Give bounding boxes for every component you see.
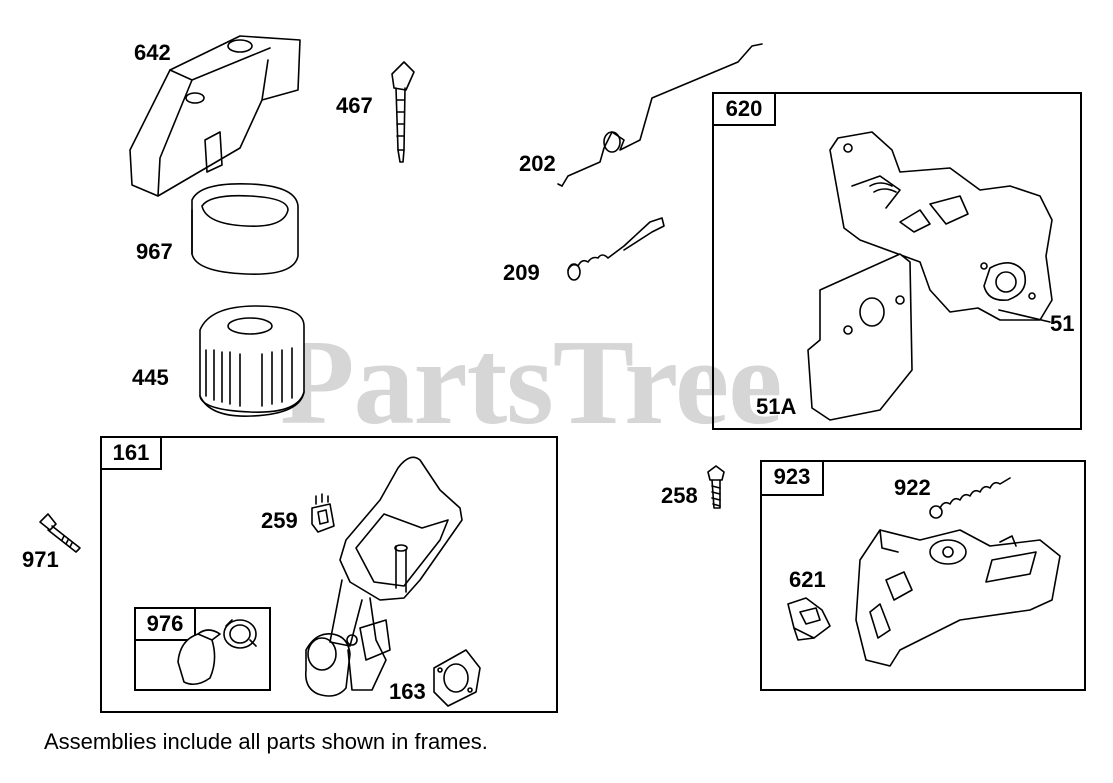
part-label-209[interactable]: 209 (503, 260, 540, 285)
watermark: PartsTree (280, 315, 782, 450)
assembly-frame-620 (712, 92, 1082, 430)
air-intake-assembly-161[interactable] (304, 456, 463, 697)
assembly-tag-923[interactable]: 923 (760, 460, 824, 496)
part-label-642[interactable]: 642 (134, 40, 171, 65)
spring-922[interactable] (929, 477, 1011, 519)
screw-258[interactable] (707, 465, 725, 509)
pre-cleaner-967[interactable] (191, 183, 299, 275)
governor-spring-209[interactable] (567, 217, 665, 281)
throttle-plate-923[interactable] (855, 529, 1061, 667)
part-label-967[interactable]: 967 (136, 239, 173, 264)
part-label-621[interactable]: 621 (789, 567, 826, 592)
part-label-445[interactable]: 445 (132, 365, 169, 390)
part-label-202[interactable]: 202 (519, 151, 556, 176)
part-label-258[interactable]: 258 (661, 483, 698, 508)
part-label-51[interactable]: 51 (1050, 311, 1075, 336)
assembly-frame-923 (760, 460, 1086, 691)
assembly-tag-620[interactable]: 620 (712, 92, 776, 126)
assembly-footnote: Assemblies include all parts shown in fr… (44, 729, 488, 754)
governor-link-202[interactable] (557, 43, 763, 187)
part-label-922[interactable]: 922 (894, 475, 931, 500)
assembly-frame-976 (134, 607, 271, 691)
bolt-971[interactable] (39, 513, 81, 553)
part-label-971[interactable]: 971 (22, 547, 59, 572)
air-cleaner-cover-642[interactable] (129, 35, 301, 197)
assembly-tag-161[interactable]: 161 (100, 436, 162, 470)
dipstick-467[interactable] (391, 61, 415, 163)
part-label-259[interactable]: 259 (261, 508, 298, 533)
boot-976[interactable] (177, 629, 221, 686)
control-bracket-620[interactable] (807, 131, 1053, 421)
part-label-163[interactable]: 163 (389, 679, 426, 704)
part-label-51a[interactable]: 51A (756, 394, 797, 419)
fitting-259[interactable] (311, 493, 335, 533)
clip-621[interactable] (787, 597, 831, 641)
air-filter-445[interactable] (199, 305, 305, 417)
part-label-467[interactable]: 467 (336, 93, 373, 118)
assembly-frame-161 (100, 436, 558, 713)
assembly-tag-976[interactable]: 976 (134, 607, 196, 641)
gasket-163[interactable] (433, 649, 481, 707)
clamp-976[interactable] (223, 619, 257, 649)
